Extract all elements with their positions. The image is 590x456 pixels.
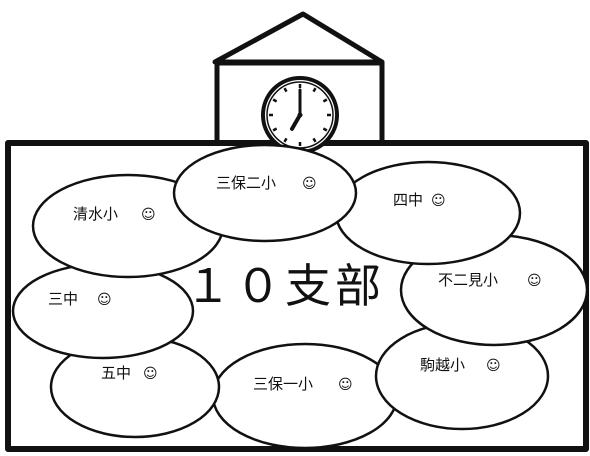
clock-hour-hand — [290, 113, 302, 131]
school-ellipses — [11, 143, 589, 450]
smiley-icon: ☺ — [143, 366, 158, 382]
smiley-icon: ☺ — [302, 176, 317, 192]
clock-tick — [283, 87, 288, 93]
clock-icon — [261, 76, 339, 154]
clock-ticks — [269, 84, 331, 146]
smiley-icon: ☺ — [141, 207, 156, 223]
label-shimizu: 清水小 — [73, 205, 118, 223]
label-gochu: 五中 — [101, 364, 131, 382]
label-fujimi: 不二見小 — [438, 271, 498, 289]
smiley-icon: ☺ — [527, 273, 542, 289]
clock-tick — [272, 127, 278, 132]
ellipse-yonchu — [334, 160, 522, 266]
label-sanchu: 三中 — [48, 290, 78, 308]
clock-tick — [322, 98, 328, 103]
ellipse-miho1 — [211, 342, 399, 450]
school-labels: 清水小 ☺ 三保二小 ☺ 四中 ☺ 三中 ☺ 不二見小 ☺ 五中 ☺ 三保一小 … — [48, 174, 542, 393]
label-yonchu: 四中 — [393, 191, 423, 209]
label-komagoe: 駒越小 — [420, 356, 465, 374]
ellipse-miho2 — [172, 143, 358, 243]
ellipse-sanchu — [11, 262, 195, 360]
label-miho2: 三保二小 — [216, 174, 276, 192]
smiley-icon: ☺ — [486, 358, 501, 374]
roof-gable — [212, 11, 385, 65]
clock-tick — [272, 98, 278, 103]
smiley-icon: ☺ — [97, 292, 112, 308]
smiley-icon: ☺ — [431, 193, 446, 209]
clock-tick — [312, 87, 317, 93]
smiley-icon: ☺ — [338, 377, 353, 393]
clock-tick — [322, 127, 328, 132]
clock-tick — [283, 137, 288, 143]
diagram-title: １０支部 — [185, 259, 385, 313]
clock-tick — [312, 137, 317, 143]
label-miho1: 三保一小 — [253, 375, 313, 393]
